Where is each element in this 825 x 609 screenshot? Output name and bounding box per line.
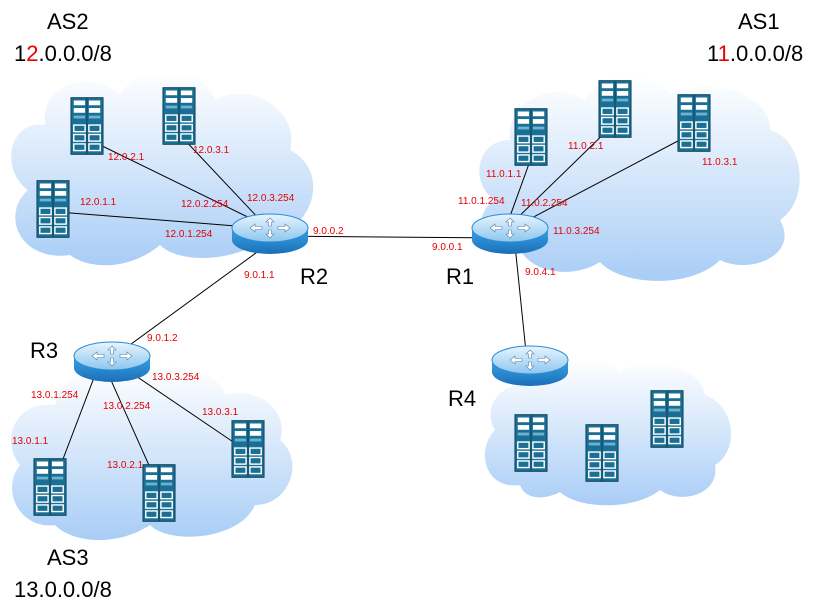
ip-label: 11.0.2.254 xyxy=(521,198,568,209)
ip-label: 12.0.1.1 xyxy=(80,197,117,208)
server-tower-icon[interactable] xyxy=(36,179,70,239)
ip-label: 12.0.2.1 xyxy=(108,152,145,163)
link-r2-r1 xyxy=(269,235,506,239)
ip-label: 9.0.0.1 xyxy=(432,242,463,253)
ip-label: 12.0.2.254 xyxy=(181,199,229,210)
link-h3-r2 xyxy=(179,134,263,223)
ip-label: 11.0.2.1 xyxy=(568,141,604,152)
ip-label: 12.0.1.254 xyxy=(165,229,213,240)
server-tower-icon[interactable] xyxy=(598,79,632,139)
link-h1-r2 xyxy=(57,211,263,229)
server-tower-icon[interactable] xyxy=(70,96,104,156)
link-r1-r4 xyxy=(514,244,527,353)
ip-label: 13.0.3.254 xyxy=(152,372,200,383)
ip-label: 11.0.1.254 xyxy=(458,196,505,207)
router-icon[interactable] xyxy=(73,341,151,383)
server-tower-icon[interactable] xyxy=(585,423,619,483)
link-r1-as1h2 xyxy=(504,121,617,231)
link-r2-r3 xyxy=(111,249,261,359)
ip-label: 9.0.4.1 xyxy=(525,267,556,278)
server-tower-icon[interactable] xyxy=(33,457,67,517)
as1-name: AS1 xyxy=(738,9,780,34)
ip-label: 11.0.1.1 xyxy=(486,169,522,180)
as3-network: 13.0.0.0/8 xyxy=(14,577,112,602)
server-tower-icon[interactable] xyxy=(231,419,265,479)
ip-label: 12.0.3.1 xyxy=(193,145,230,156)
router-icon[interactable] xyxy=(231,213,309,255)
server-tower-icon[interactable] xyxy=(650,389,684,449)
ip-label: 9.0.0.2 xyxy=(313,226,344,237)
router-r1-label: R1 xyxy=(446,264,474,289)
server-tower-icon[interactable] xyxy=(142,463,176,523)
ip-label: 12.0.3.254 xyxy=(247,193,295,204)
ip-label: 13.0.3.1 xyxy=(202,407,239,418)
link-r3-as3h3 xyxy=(129,371,249,453)
ip-label: 13.0.2.1 xyxy=(107,460,144,471)
server-tower-icon[interactable] xyxy=(514,107,548,167)
ip-label: 11.0.3.254 xyxy=(553,226,600,237)
link-r1-as1h3 xyxy=(504,131,696,233)
router-icon[interactable] xyxy=(471,213,549,255)
server-tower-icon[interactable] xyxy=(677,93,711,153)
router-r2-label: R2 xyxy=(300,264,328,289)
ip-label: 13.0.1.254 xyxy=(31,390,79,401)
router-icon[interactable] xyxy=(491,345,569,387)
as1-network: 11.0.0.0/8 xyxy=(707,41,803,66)
link-h2-r2 xyxy=(89,139,263,225)
ip-label: 13.0.1.1 xyxy=(12,436,49,447)
router-r4-label: R4 xyxy=(448,386,476,411)
ip-label: 9.0.1.2 xyxy=(147,333,178,344)
cloud-as1 xyxy=(479,76,800,281)
server-tower-icon[interactable] xyxy=(514,413,548,473)
ip-label: 13.0.2.254 xyxy=(103,401,151,412)
as3-name: AS3 xyxy=(47,545,89,570)
ip-label: 11.0.3.1 xyxy=(702,157,738,168)
router-r3-label: R3 xyxy=(30,338,58,363)
ip-label: 9.0.1.1 xyxy=(244,270,275,281)
server-tower-icon[interactable] xyxy=(162,86,196,146)
as2-network: 12.0.0.0/8 xyxy=(14,41,112,66)
as2-name: AS2 xyxy=(47,9,89,34)
